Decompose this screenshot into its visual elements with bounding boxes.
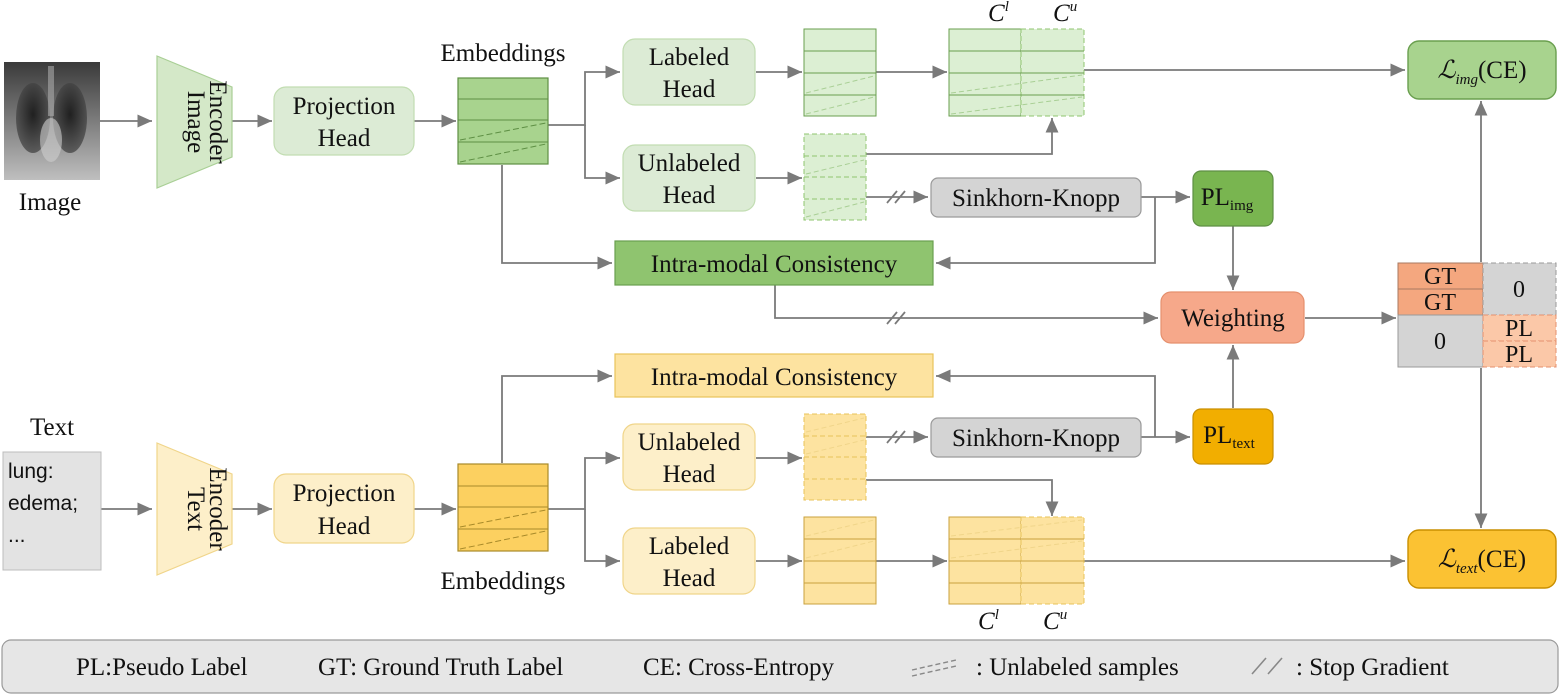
- legend-unlabeled: : Unlabeled samples: [976, 654, 1179, 681]
- image-label: Image: [19, 189, 81, 216]
- matrix-zero-top: 0: [1513, 277, 1525, 303]
- text-line-2: edema;: [8, 492, 78, 515]
- image-projection-line1: Projection: [293, 93, 396, 120]
- image-embeddings-label: Embeddings: [441, 40, 566, 67]
- text-sinkhorn-knopp: Sinkhorn-Knopp: [930, 417, 1142, 458]
- image-labeled-line1: Labeled: [649, 44, 730, 71]
- text-embeddings-label: Embeddings: [441, 568, 566, 595]
- label-matrix: GT GT 0 0 PL PL: [1397, 262, 1557, 368]
- image-labeled-logits: [803, 28, 877, 117]
- matrix-pl-1: PL: [1505, 316, 1533, 342]
- matrix-pl-2: PL: [1505, 342, 1533, 368]
- text-c-u-label: Cu: [1043, 607, 1067, 635]
- text-c-l-label: Cl: [978, 607, 999, 635]
- legend-stop-gradient-icon: [1251, 657, 1283, 675]
- text-sinkhorn-label: Sinkhorn-Knopp: [952, 425, 1120, 452]
- text-encoder-line2: Encoder: [204, 467, 231, 551]
- matrix-gt-1: GT: [1424, 264, 1456, 290]
- text-labeled-line1: Labeled: [649, 533, 730, 560]
- text-encoder: Text Encoder: [156, 442, 233, 576]
- text-encoder-line1: Text: [182, 487, 209, 531]
- text-concat-logits: [948, 516, 1085, 605]
- legend-pl: PL:Pseudo Label: [76, 654, 248, 681]
- image-sinkhorn-label: Sinkhorn-Knopp: [952, 185, 1120, 212]
- text-unlabeled-line2: Head: [663, 461, 716, 488]
- image-loss-label: ℒimg(CE): [1437, 57, 1526, 88]
- image-loss: ℒimg(CE): [1407, 40, 1557, 100]
- image-pseudo-label: PLimg: [1192, 170, 1274, 227]
- image-consistency-label: Intra-modal Consistency: [651, 251, 898, 278]
- stop-gradient-marks: [886, 190, 906, 444]
- text-intra-modal-consistency: Intra-modal Consistency: [614, 353, 934, 398]
- text-projection-head: Projection Head: [273, 473, 415, 544]
- image-projection-line2: Head: [318, 125, 371, 152]
- text-loss-label: ℒtext(CE): [1438, 546, 1526, 577]
- text-labeled-logits: [803, 516, 877, 605]
- text-loss: ℒtext(CE): [1407, 529, 1557, 589]
- connectors: [100, 63, 1488, 568]
- matrix-gt-2: GT: [1424, 290, 1456, 316]
- weighting-box: Weighting: [1160, 291, 1305, 344]
- text-line-1: lung:: [8, 460, 54, 483]
- text-unlabeled-logits: [803, 413, 867, 501]
- text-consistency-label: Intra-modal Consistency: [651, 364, 898, 391]
- matrix-zero-bottom: 0: [1434, 329, 1446, 355]
- image-c-l-label: Cl: [988, 0, 1009, 27]
- image-encoder: Image Encoder: [156, 55, 233, 189]
- text-projection-line2: Head: [318, 513, 371, 540]
- text-projection-line1: Projection: [293, 480, 396, 507]
- image-unlabeled-logits: [803, 133, 867, 221]
- legend-gt: GT: Ground Truth Label: [318, 654, 563, 681]
- image-projection-head: Projection Head: [273, 86, 415, 156]
- text-label: Text: [30, 414, 74, 441]
- image-c-u-label: Cu: [1053, 0, 1077, 27]
- image-unlabeled-line2: Head: [663, 182, 716, 209]
- text-unlabeled-head: Unlabeled Head: [622, 423, 756, 491]
- text-pseudo-label: PLtext: [1192, 408, 1274, 465]
- image-labeled-head: Labeled Head: [622, 38, 756, 106]
- image-embeddings: [457, 77, 549, 165]
- legend-stop: : Stop Gradient: [1296, 654, 1449, 681]
- image-sinkhorn-knopp: Sinkhorn-Knopp: [930, 177, 1142, 218]
- weighting-label: Weighting: [1181, 305, 1285, 332]
- text-unlabeled-line1: Unlabeled: [638, 429, 741, 456]
- text-line-3: ...: [8, 524, 26, 547]
- legend-ce: CE: Cross-Entropy: [643, 654, 834, 681]
- text-input-box: lung: edema; ...: [2, 451, 102, 571]
- text-embeddings: [457, 463, 549, 552]
- image-concat-logits: [948, 28, 1085, 117]
- text-labeled-line2: Head: [663, 565, 716, 592]
- image-intra-modal-consistency: Intra-modal Consistency: [614, 240, 934, 286]
- image-encoder-line2: Encoder: [204, 80, 231, 164]
- text-labeled-head: Labeled Head: [622, 527, 756, 595]
- pl-img-label: PLimg: [1201, 184, 1254, 214]
- image-encoder-line1: Image: [182, 91, 209, 153]
- legend: PL:Pseudo Label GT: Ground Truth Label C…: [1, 639, 1559, 694]
- image-unlabeled-line1: Unlabeled: [638, 150, 741, 177]
- image-labeled-line2: Head: [663, 76, 716, 103]
- xray-image: [4, 62, 100, 180]
- image-unlabeled-head: Unlabeled Head: [622, 144, 756, 212]
- pl-text-label: PLtext: [1203, 422, 1256, 452]
